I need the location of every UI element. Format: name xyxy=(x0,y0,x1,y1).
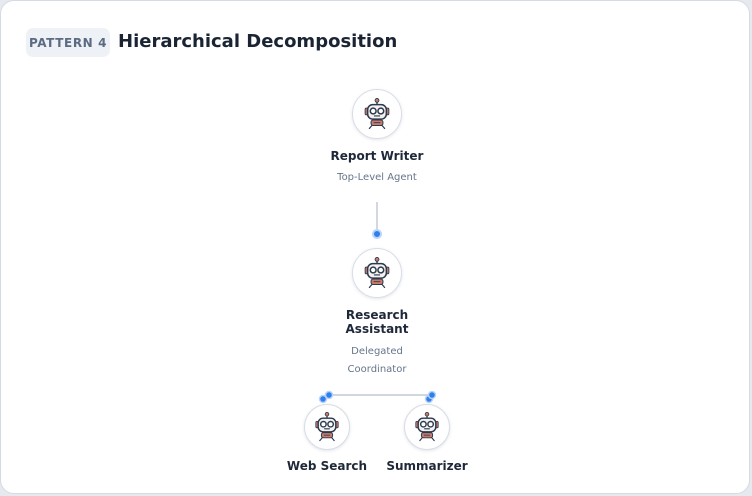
node-name: Assistant xyxy=(345,322,409,336)
robot-icon xyxy=(404,404,450,450)
node-role: Coordinator xyxy=(347,364,407,375)
node-name: Summarizer xyxy=(386,459,468,473)
connector-dot-left xyxy=(318,394,328,404)
node-role: Top-Level Agent xyxy=(337,172,417,183)
connector-dot-right xyxy=(427,390,437,400)
node-name: Research xyxy=(345,308,409,322)
page-title: Hierarchical Decomposition xyxy=(118,31,398,52)
node-name: Report Writer xyxy=(330,149,424,163)
connector-dot-left xyxy=(324,390,334,400)
connector-dot xyxy=(372,229,382,239)
robot-icon xyxy=(352,248,402,298)
node-report-writer[interactable]: Report Writer Top-Level Agent xyxy=(312,89,442,187)
node-role: Delegated xyxy=(351,346,403,357)
robot-icon xyxy=(352,89,402,139)
robot-icon xyxy=(304,404,350,450)
pattern-badge: PATTERN 4 xyxy=(26,28,110,57)
node-name: Web Search xyxy=(286,459,368,473)
node-web-search[interactable]: Web Search xyxy=(272,404,382,473)
node-summarizer[interactable]: Summarizer xyxy=(372,404,482,473)
node-research-assistant[interactable]: Research Assistant Delegated Coordinator xyxy=(312,248,442,379)
